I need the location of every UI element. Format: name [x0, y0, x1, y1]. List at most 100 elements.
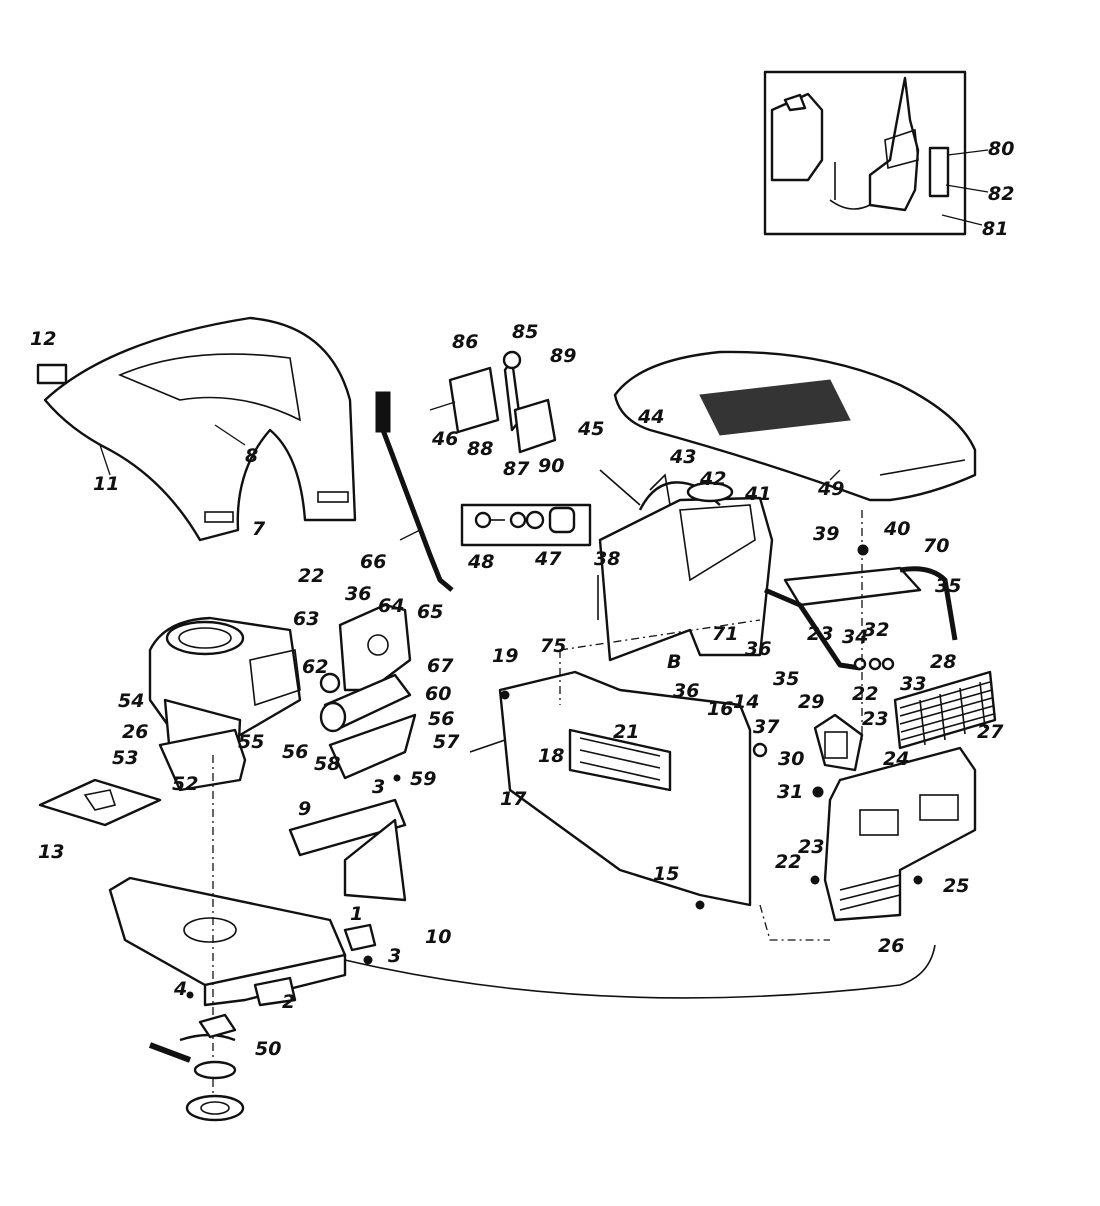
leader-81: [941, 214, 983, 226]
engine-shield: [38, 728, 247, 827]
callout-57: 57: [433, 731, 460, 753]
callout-70: 70: [923, 535, 949, 557]
leader-66: [399, 529, 421, 541]
bracket-39: [783, 566, 922, 607]
callout-81: 81: [982, 218, 1008, 240]
nose-cone: [823, 746, 977, 922]
dash-window: [679, 504, 756, 582]
engine-air-filter: [165, 620, 245, 656]
nut-47b: [525, 510, 545, 530]
panel-14: [498, 670, 752, 907]
guide-curve: [344, 944, 936, 999]
lamp-housing-29: [813, 713, 864, 772]
callout-24: 24: [883, 748, 909, 770]
callout-41: 41: [744, 483, 771, 505]
callout-10: 10: [425, 926, 451, 948]
callout-44: 44: [637, 406, 664, 428]
callout-26-bottom: 26: [878, 935, 904, 957]
knob-85: [502, 350, 522, 370]
dash-console: [598, 469, 774, 662]
headlight: [812, 713, 864, 798]
front-panel: [498, 619, 761, 907]
callout-B: B: [667, 651, 681, 673]
bushing-37: [752, 742, 768, 758]
bracket-64: [338, 603, 412, 692]
callout-7: 7: [252, 518, 266, 540]
callout-71: 71: [712, 623, 738, 645]
leader-11: [99, 444, 111, 476]
callout-36-center: 36: [673, 680, 699, 702]
callout-66: 66: [360, 551, 386, 573]
muffler: [319, 673, 417, 780]
callout-35-top: 35: [935, 575, 961, 597]
plate-90: [513, 398, 557, 454]
callout-49: 49: [817, 478, 844, 500]
fender-slot-right: [317, 491, 349, 503]
hood: [613, 350, 977, 502]
callout-52: 52: [172, 773, 198, 795]
callout-32: 32: [863, 619, 889, 641]
callout-80: 80: [988, 138, 1014, 160]
callout-48: 48: [467, 551, 494, 573]
callout-27: 27: [977, 721, 1004, 743]
fasteners: [186, 544, 923, 999]
reflector-12: [36, 363, 68, 385]
screw-31: [812, 786, 824, 798]
pulley-top: [193, 1060, 237, 1080]
rear-fender: [36, 316, 357, 542]
inset-detail: [763, 70, 989, 236]
callout-34: 34: [842, 626, 868, 648]
ignition-switch: [548, 506, 576, 534]
inset-plate-80: [928, 146, 950, 198]
inset-bracket: [868, 76, 920, 212]
callout-55: 55: [238, 731, 264, 753]
callout-14: 14: [733, 691, 759, 713]
callout-11: 11: [93, 473, 119, 495]
plate-86: [448, 366, 500, 434]
nose-body-27: [823, 746, 977, 922]
callout-35-bottom: 35: [773, 668, 799, 690]
callout-17: 17: [500, 788, 527, 810]
callout-12: 12: [30, 328, 56, 350]
callout-23-bottom: 23: [798, 836, 824, 858]
leader-82: [945, 184, 989, 193]
badge-21: [568, 728, 672, 792]
callout-53: 53: [112, 747, 138, 769]
callout-40: 40: [883, 518, 910, 540]
leader-80: [947, 149, 989, 156]
chassis: [108, 755, 407, 1120]
callout-39: 39: [813, 523, 839, 545]
callout-28: 28: [930, 651, 956, 673]
callout-46: 46: [431, 428, 458, 450]
callout-62: 62: [302, 656, 328, 678]
callout-37: 37: [753, 716, 780, 738]
callout-19: 19: [492, 645, 518, 667]
callout-43: 43: [669, 446, 696, 468]
callout-89: 89: [550, 345, 576, 367]
drive-belt: [148, 1042, 192, 1063]
callout-33: 33: [900, 673, 926, 695]
light-window-right: [919, 794, 959, 821]
callout-22-top: 22: [298, 565, 324, 587]
engine-shroud: [249, 649, 301, 707]
lever-grip: [375, 391, 391, 433]
callout-23-top: 23: [807, 623, 833, 645]
callout-90: 90: [538, 455, 564, 477]
callout-88: 88: [467, 438, 493, 460]
bracket-9: [288, 798, 407, 857]
fender-seat-opening: [117, 353, 302, 422]
clutch-50: [198, 1013, 237, 1039]
tie-rod-35a: [764, 587, 861, 671]
rod-45: [599, 469, 641, 506]
callout-9: 9: [298, 798, 311, 820]
callout-50: 50: [255, 1038, 281, 1060]
dash-body: [598, 496, 774, 662]
cam-63: [319, 672, 341, 694]
pulley-assembly: [148, 1013, 245, 1122]
callout-60: 60: [425, 683, 451, 705]
callout-86: 86: [452, 331, 478, 353]
callout-15: 15: [653, 863, 679, 885]
cap-42: [686, 481, 734, 503]
callout-29: 29: [798, 691, 824, 713]
callout-38: 38: [594, 548, 620, 570]
